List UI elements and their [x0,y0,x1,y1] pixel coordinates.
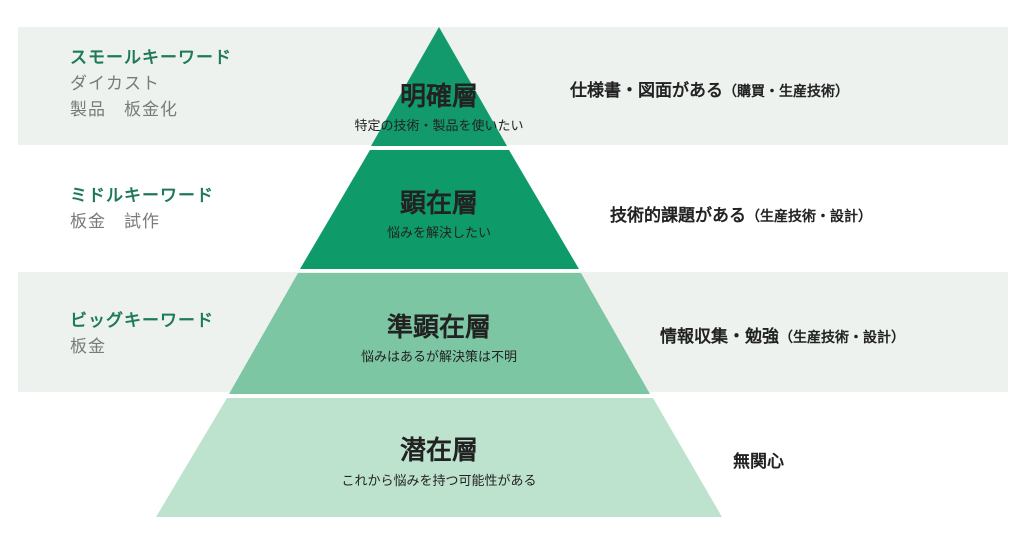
layer-name-clear: 明確層 [399,82,478,112]
layer-desc-apparent: 悩みを解決したい [386,226,491,241]
pyramid-layer-3-shape [229,273,650,394]
keyword-title-big: ビッグキーワード [70,311,214,331]
layer-desc-semi-apparent: 悩みはあるが解決策は不明 [360,350,517,365]
attribute-main: 無関心 [733,452,784,472]
attribute-paren: （生産技術・設計） [746,209,872,225]
keyword-line: 製品 板金化 [70,100,178,120]
pyramid-layer-4-shape [156,398,722,517]
layer-name-latent: 潜在層 [399,436,478,466]
keyword-title-middle: ミドルキーワード [70,186,214,206]
keyword-line: 板金 試作 [70,212,160,232]
attribute-latent: 無関心 [733,447,784,472]
layer-desc-clear: 特定の技術・製品を使いたい [354,119,524,134]
attribute-main: 技術的課題がある [610,206,746,226]
pyramid-layer-1-shape [371,27,507,146]
keyword-group-big: ビッグキーワード 板金 [70,308,214,360]
attribute-semi-apparent: 情報収集・勉強（生産技術・設計） [660,322,905,347]
attribute-paren: （生産技術・設計） [779,330,905,346]
keyword-line: 板金 [70,337,106,357]
attribute-clear: 仕様書・図面がある（購買・生産技術） [570,76,849,101]
attribute-main: 情報収集・勉強 [660,327,779,347]
attribute-main: 仕様書・図面がある [570,81,723,101]
attribute-apparent: 技術的課題がある（生産技術・設計） [610,201,872,226]
layer-name-semi-apparent: 準顕在層 [386,313,491,343]
layer-desc-latent: これから悩みを持つ可能性がある [341,474,537,489]
keyword-title-small: スモールキーワード [70,48,232,68]
keyword-line: ダイカスト [70,74,160,94]
layer-name-apparent: 顕在層 [399,189,478,219]
keyword-group-middle: ミドルキーワード 板金 試作 [70,183,214,235]
keyword-group-small: スモールキーワード ダイカスト 製品 板金化 [70,45,232,123]
top-band [18,27,1008,145]
pyramid-layer-2-shape [300,150,579,269]
attribute-paren: （購買・生産技術） [723,84,849,100]
